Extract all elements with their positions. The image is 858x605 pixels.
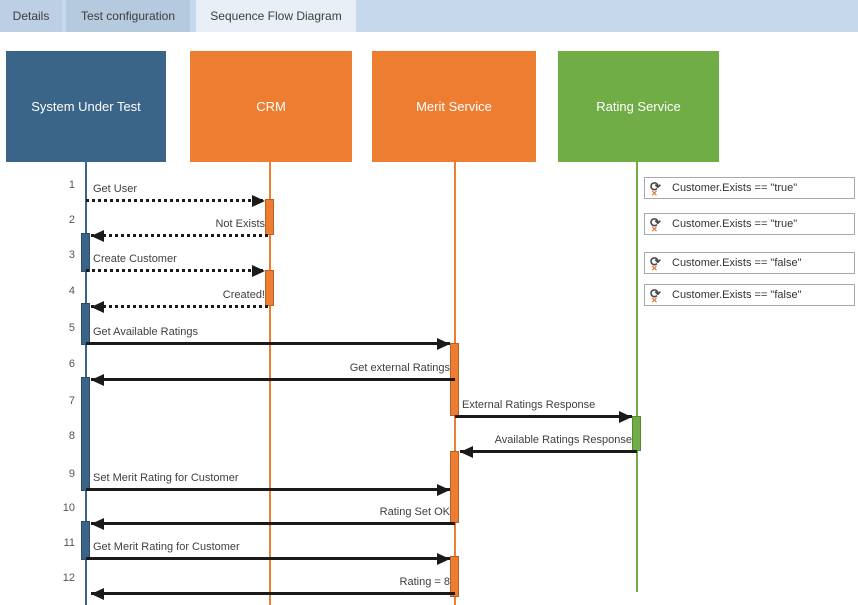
message-label[interactable]: Rating Set OK bbox=[379, 506, 450, 518]
message-line bbox=[86, 269, 265, 272]
lifeline-rating-service bbox=[636, 162, 638, 592]
message-number: 11 bbox=[63, 537, 75, 549]
message-label[interactable]: Get Merit Rating for Customer bbox=[93, 541, 240, 553]
condition-box[interactable]: ⟳✕ Customer.Exists == "false" bbox=[644, 284, 855, 306]
message-label[interactable]: Rating = 8 bbox=[399, 576, 450, 588]
sync-arrows-glyph: ⟳ bbox=[650, 178, 661, 194]
message-line bbox=[91, 234, 270, 237]
message-number: 8 bbox=[68, 430, 75, 442]
lifeline-header-rating-service[interactable]: Rating Service bbox=[558, 51, 719, 162]
sync-arrows-glyph: ⟳ bbox=[650, 253, 661, 269]
message-line bbox=[86, 557, 450, 560]
message-label[interactable]: Available Ratings Response bbox=[494, 434, 632, 446]
orange-x-glyph: ✕ bbox=[651, 224, 658, 234]
condition-box[interactable]: ⟳✕ Customer.Exists == "true" bbox=[644, 213, 855, 235]
condition-text: Customer.Exists == "false" bbox=[672, 257, 802, 269]
condition-text: Customer.Exists == "true" bbox=[672, 182, 798, 194]
sync-arrows-glyph: ⟳ bbox=[650, 285, 661, 301]
tab-label: Details bbox=[12, 9, 50, 23]
activation-bar-system-under-test bbox=[81, 233, 90, 272]
tab-test-configuration[interactable]: Test configuration bbox=[66, 0, 190, 32]
message-line bbox=[86, 342, 450, 345]
activation-bar-crm bbox=[265, 270, 274, 306]
message-label[interactable]: Get Available Ratings bbox=[93, 326, 198, 338]
message-arrowhead bbox=[437, 338, 450, 350]
message-arrowhead bbox=[619, 411, 632, 423]
orange-x-glyph: ✕ bbox=[651, 263, 658, 273]
message-line bbox=[86, 488, 450, 491]
activation-bar-merit-service bbox=[450, 556, 459, 597]
message-arrowhead bbox=[460, 446, 473, 458]
message-arrowhead bbox=[91, 588, 104, 600]
sync-x-icon: ⟳✕ bbox=[650, 214, 665, 234]
message-label[interactable]: Not Exists bbox=[215, 218, 265, 230]
message-number: 9 bbox=[68, 468, 75, 480]
message-label[interactable]: Create Customer bbox=[93, 253, 177, 265]
message-line bbox=[91, 592, 455, 595]
message-label[interactable]: External Ratings Response bbox=[462, 399, 596, 411]
message-arrowhead bbox=[91, 301, 104, 313]
message-arrowhead bbox=[437, 553, 450, 565]
tab-sequence-flow-diagram[interactable]: Sequence Flow Diagram bbox=[196, 0, 356, 32]
message-line bbox=[91, 522, 455, 525]
message-number: 4 bbox=[68, 285, 75, 297]
message-line bbox=[460, 450, 637, 453]
message-arrowhead bbox=[252, 265, 265, 277]
message-label[interactable]: Created! bbox=[222, 289, 265, 301]
lifeline-name: System Under Test bbox=[31, 99, 141, 114]
message-number: 5 bbox=[68, 322, 75, 334]
tab-label: Test configuration bbox=[80, 9, 176, 23]
sync-arrows-glyph: ⟳ bbox=[650, 214, 661, 230]
message-arrowhead bbox=[91, 230, 104, 242]
condition-box[interactable]: ⟳✕ Customer.Exists == "true" bbox=[644, 177, 855, 199]
orange-x-glyph: ✕ bbox=[651, 188, 658, 198]
message-number: 7 bbox=[68, 395, 75, 407]
activation-bar-merit-service bbox=[450, 451, 459, 523]
lifeline-header-system-under-test[interactable]: System Under Test bbox=[6, 51, 166, 162]
lifeline-header-merit-service[interactable]: Merit Service bbox=[372, 51, 536, 162]
message-label[interactable]: Set Merit Rating for Customer bbox=[93, 472, 239, 484]
activation-bar-system-under-test bbox=[81, 303, 90, 345]
condition-text: Customer.Exists == "true" bbox=[672, 218, 798, 230]
message-number: 10 bbox=[62, 502, 75, 514]
activation-bar-system-under-test bbox=[81, 521, 90, 560]
message-number: 12 bbox=[62, 572, 75, 584]
condition-text: Customer.Exists == "false" bbox=[672, 289, 802, 301]
message-arrowhead bbox=[91, 374, 104, 386]
message-line bbox=[455, 415, 632, 418]
message-line bbox=[91, 378, 455, 381]
tab-label: Sequence Flow Diagram bbox=[210, 9, 342, 23]
message-arrowhead bbox=[437, 484, 450, 496]
lifeline-name: CRM bbox=[256, 99, 286, 114]
message-arrowhead bbox=[91, 518, 104, 530]
tab-bar: Details Test configuration Sequence Flow D… bbox=[0, 0, 858, 32]
message-number: 2 bbox=[68, 214, 75, 226]
lifeline-name: Rating Service bbox=[596, 99, 681, 114]
lifeline-name: Merit Service bbox=[416, 99, 492, 114]
message-number: 1 bbox=[68, 179, 75, 191]
tab-details[interactable]: Details bbox=[0, 0, 62, 32]
message-number: 6 bbox=[68, 358, 75, 370]
message-label[interactable]: Get external Ratings bbox=[349, 362, 450, 374]
activation-bar-crm bbox=[265, 199, 274, 235]
sync-x-icon: ⟳✕ bbox=[650, 178, 665, 198]
activation-bar-system-under-test bbox=[81, 377, 90, 491]
message-arrowhead bbox=[252, 195, 265, 207]
sync-x-icon: ⟳✕ bbox=[650, 253, 665, 273]
message-line bbox=[91, 305, 270, 308]
message-label[interactable]: Get User bbox=[93, 183, 138, 195]
lifeline-header-crm[interactable]: CRM bbox=[190, 51, 352, 162]
orange-x-glyph: ✕ bbox=[651, 295, 658, 305]
condition-box[interactable]: ⟳✕ Customer.Exists == "false" bbox=[644, 252, 855, 274]
message-line bbox=[86, 199, 265, 202]
activation-bar-rating-service bbox=[632, 416, 641, 451]
lifeline-crm bbox=[269, 162, 271, 605]
message-number: 3 bbox=[68, 249, 75, 261]
sync-x-icon: ⟳✕ bbox=[650, 285, 665, 305]
